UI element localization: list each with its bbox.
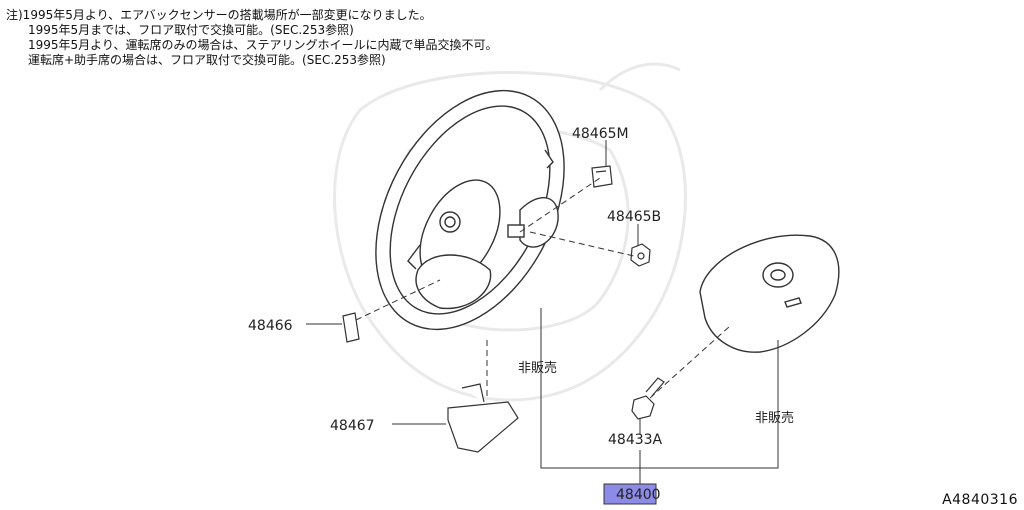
label-48400[interactable]: 48400 [616,487,661,503]
solid-leaders [306,140,779,486]
part-48400-highlight[interactable] [603,483,657,505]
diagram-id: A4840316 [942,492,1018,508]
note-block: 注)1995年5月より、エアバックセンサーの搭載場所が一部変更になりました。 1… [6,8,497,68]
label-48467[interactable]: 48467 [330,418,375,434]
label-48465B[interactable]: 48465B [607,209,661,225]
nut-48465B[interactable] [630,243,651,267]
connector-48465M[interactable] [591,165,613,188]
note-line-4: 運転席+助手席の場合は、フロア取付で交換可能。(SEC.253参照) [28,53,386,67]
label-48433A[interactable]: 48433A [608,432,663,448]
airbag-module[interactable] [699,234,840,353]
bolt-48433A[interactable] [631,377,665,420]
note-line-2: 1995年5月までは、フロア取付で交換可能。(SEC.253参照) [28,23,354,37]
dashed-leaders [355,177,731,399]
label-not-sold-airbag: 非販売 [755,410,794,426]
label-not-sold-wheel: 非販売 [518,360,557,376]
steering-wheel[interactable] [338,58,603,361]
note-line-3: 1995年5月より、運転席のみの場合は、ステアリングホイールに内蔵で単品交換不可… [28,38,498,52]
note-line-1: 注)1995年5月より、エアバックセンサーの搭載場所が一部変更になりました。 [6,8,432,22]
label-48466[interactable]: 48466 [248,318,293,334]
label-48465M[interactable]: 48465M [572,126,629,142]
clip-48466[interactable] [342,312,360,343]
bracket-48467[interactable] [447,383,519,453]
